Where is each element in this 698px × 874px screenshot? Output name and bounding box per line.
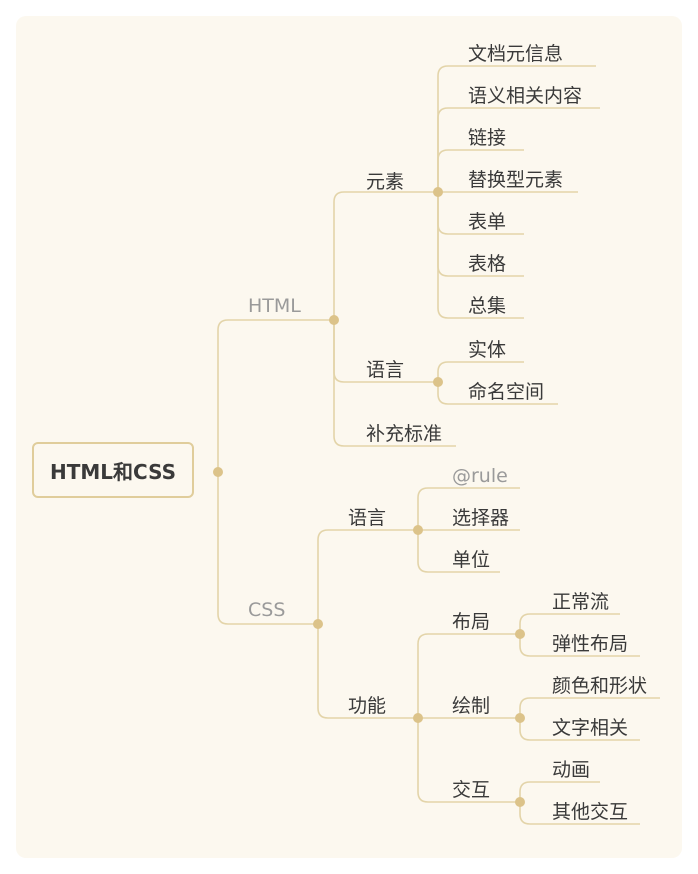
html-junction-dot xyxy=(329,315,339,325)
node-drawing[interactable]: 绘制 xyxy=(452,695,491,717)
css-language-link-0 xyxy=(417,487,520,530)
layout-link-1 xyxy=(519,634,640,657)
html-language-link-0 xyxy=(437,361,524,382)
leaf-flex-layout[interactable]: 弹性布局 xyxy=(552,633,629,655)
root-link-1 xyxy=(217,472,318,625)
leaf-normal-flow[interactable]: 正常流 xyxy=(552,591,610,613)
leaf-selectors[interactable]: 选择器 xyxy=(452,507,510,529)
node-html-language[interactable]: 语言 xyxy=(366,359,405,381)
leaf-forms[interactable]: 表单 xyxy=(468,211,507,233)
interaction-junction-dot xyxy=(515,797,525,807)
html-elements-junction-dot xyxy=(433,187,443,197)
leaf-replaced-elements[interactable]: 替换型元素 xyxy=(468,169,564,191)
html-elements-link-1 xyxy=(437,107,600,192)
interaction-link-1 xyxy=(519,802,640,825)
html-link-0 xyxy=(333,191,438,320)
leaf-at-rule[interactable]: @rule xyxy=(452,465,508,487)
css-features-link-0 xyxy=(417,633,520,718)
drawing-link-1 xyxy=(519,718,640,741)
root-node[interactable]: HTML和CSS xyxy=(32,442,194,498)
html-elements-link-6 xyxy=(437,192,524,319)
html-language-link-1 xyxy=(437,382,558,405)
css-language-link-2 xyxy=(417,530,500,573)
drawing-link-0 xyxy=(519,697,660,718)
css-features-link-2 xyxy=(417,718,520,803)
node-css-features[interactable]: 功能 xyxy=(348,695,387,717)
node-interaction[interactable]: 交互 xyxy=(452,779,491,801)
html-language-junction-dot xyxy=(433,377,443,387)
css-language-junction-dot xyxy=(413,525,423,535)
leaf-semantic-content[interactable]: 语义相关内容 xyxy=(468,85,583,107)
node-layout[interactable]: 布局 xyxy=(452,611,491,633)
branch-html[interactable]: HTML xyxy=(248,295,301,317)
leaf-animation[interactable]: 动画 xyxy=(552,759,591,781)
leaf-namespaces[interactable]: 命名空间 xyxy=(468,381,545,403)
interaction-link-0 xyxy=(519,781,600,802)
root-link-0 xyxy=(217,319,334,472)
layout-link-0 xyxy=(519,613,620,634)
node-html-elements[interactable]: 元素 xyxy=(366,171,405,193)
leaf-entities[interactable]: 实体 xyxy=(468,339,507,361)
leaf-color-shape[interactable]: 颜色和形状 xyxy=(552,675,648,697)
node-css-language[interactable]: 语言 xyxy=(348,507,387,529)
branch-css[interactable]: CSS xyxy=(248,599,286,621)
css-link-1 xyxy=(317,624,418,719)
leaf-links[interactable]: 链接 xyxy=(468,127,507,149)
css-junction-dot xyxy=(313,619,323,629)
css-features-junction-dot xyxy=(413,713,423,723)
html-link-2 xyxy=(333,320,456,447)
layout-junction-dot xyxy=(515,629,525,639)
leaf-other-interaction[interactable]: 其他交互 xyxy=(552,801,629,823)
css-link-0 xyxy=(317,529,418,624)
drawing-junction-dot xyxy=(515,713,525,723)
leaf-text-related[interactable]: 文字相关 xyxy=(552,717,629,739)
html-elements-link-2 xyxy=(437,149,524,192)
root-junction-dot xyxy=(213,467,223,477)
leaf-collection[interactable]: 总集 xyxy=(468,295,507,317)
leaf-tables[interactable]: 表格 xyxy=(468,253,507,275)
leaf-units[interactable]: 单位 xyxy=(452,549,491,571)
node-supplement[interactable]: 补充标准 xyxy=(366,423,443,445)
html-elements-link-0 xyxy=(437,65,596,192)
leaf-doc-meta[interactable]: 文档元信息 xyxy=(468,43,564,65)
